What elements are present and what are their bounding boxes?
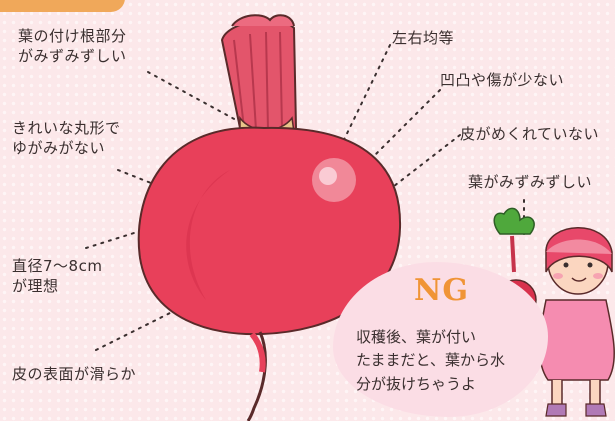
label-leaf-base: 葉の付け根部分 がみずみずしい xyxy=(18,26,127,67)
header-tab-decoration xyxy=(0,0,125,12)
label-round-shape: きれいな丸形で ゆがみがない xyxy=(12,118,121,159)
beet-stems xyxy=(220,14,298,141)
label-diameter-line-2: が理想 xyxy=(12,277,59,296)
label-round-shape-line-2: ゆがみがない xyxy=(12,139,106,158)
label-symmetry: 左右均等 xyxy=(392,29,455,47)
ng-title: NG xyxy=(414,273,470,308)
label-fresh-leaves: 葉がみずみずしい xyxy=(468,173,593,191)
label-diameter-line-1: 直径7〜8cm xyxy=(12,257,103,275)
girl-character xyxy=(493,207,615,417)
leader-line-symmetry xyxy=(337,44,391,153)
beet-body xyxy=(137,126,402,421)
ng-text-line-2: たままだと、葉から水 xyxy=(356,351,505,370)
label-round-shape-line-1: きれいな丸形で xyxy=(12,119,121,137)
ng-text-line-1: 収穫後、葉が付い xyxy=(356,328,477,346)
label-leaf-base-line-2: がみずみずしい xyxy=(18,47,127,66)
label-smooth-skin: 皮の表面が滑らか xyxy=(12,365,137,383)
ng-text: 収穫後、葉が付い たままだと、葉から水 分が抜けちゃうよ xyxy=(356,326,505,396)
leader-line-round-shape xyxy=(117,169,157,186)
ng-text-line-3: 分が抜けちゃうよ xyxy=(356,374,477,393)
label-no-peeling: 皮がめくれていない xyxy=(460,125,600,143)
leader-line-no-dents xyxy=(359,89,441,171)
label-diameter: 直径7〜8cm が理想 xyxy=(12,256,102,297)
leader-line-leaf-base xyxy=(147,71,237,121)
label-leaf-base-line-1: 葉の付け根部分 xyxy=(18,27,127,45)
ng-callout-background xyxy=(333,262,548,417)
label-no-dents: 凹凸や傷が少ない xyxy=(440,71,565,89)
